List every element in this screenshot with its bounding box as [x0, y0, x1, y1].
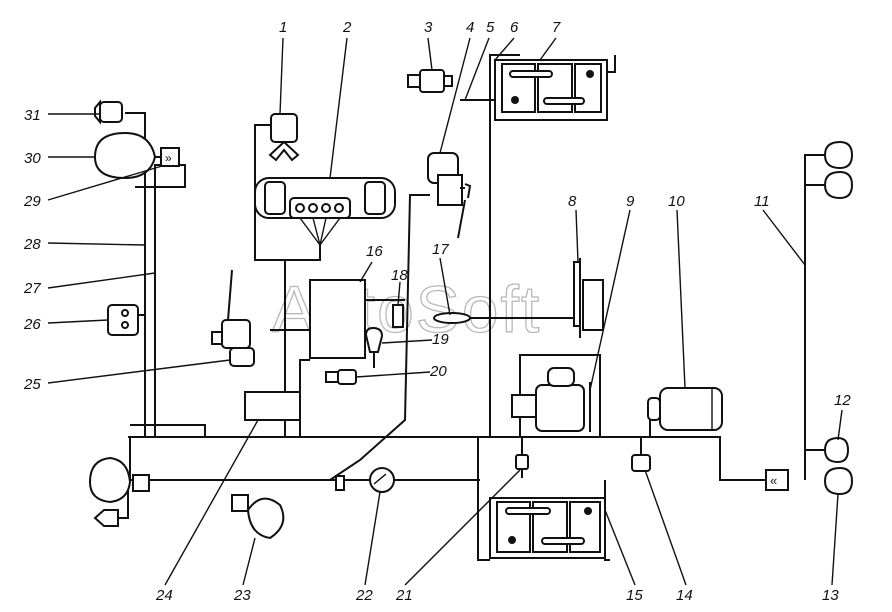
switch-panel: [309, 279, 366, 359]
battery-upper: [494, 55, 616, 121]
lower-left-lamps: [88, 456, 150, 527]
callout-29: 29: [23, 193, 41, 210]
callout-28: 28: [23, 236, 41, 253]
callout-9: 9: [626, 193, 635, 210]
callout-25: 25: [23, 376, 41, 393]
callout-6: 6: [510, 19, 519, 36]
callout-23: 23: [233, 587, 251, 604]
callout-12: 12: [834, 392, 851, 409]
callout-21: 21: [395, 587, 413, 604]
switch-18: [392, 304, 404, 328]
callout-3: 3: [424, 19, 433, 36]
callout-26: 26: [23, 316, 41, 333]
switch-19: [364, 326, 384, 368]
callout-27: 27: [23, 280, 41, 297]
heater-fan-motor: [268, 113, 300, 162]
callout-24: 24: [155, 587, 173, 604]
horn: [335, 467, 395, 493]
callout-16: 16: [366, 243, 383, 260]
wiper-motor-left: [211, 269, 255, 367]
callout-30: 30: [24, 150, 41, 167]
callout-17: 17: [432, 241, 449, 258]
callout-20: 20: [429, 363, 447, 380]
callout-7: 7: [552, 19, 561, 36]
headlamp: [93, 131, 161, 180]
callout-14: 14: [676, 587, 693, 604]
callout-13: 13: [822, 587, 839, 604]
svg-text:»: »: [165, 151, 172, 165]
callout-10: 10: [668, 193, 685, 210]
side-lamp: [94, 99, 123, 125]
battery-lower: [489, 497, 606, 559]
callout-22: 22: [355, 587, 373, 604]
sender-14: [631, 437, 651, 472]
callout-11: 11: [754, 193, 770, 210]
starter: [511, 367, 591, 432]
dome-lamp: [433, 312, 471, 324]
callout-19: 19: [432, 331, 449, 348]
sender-3: [407, 69, 453, 93]
callout-1: 1: [279, 19, 287, 36]
callout-31: 31: [24, 107, 41, 124]
callout-8: 8: [568, 193, 577, 210]
instrument-cluster: [254, 177, 396, 261]
voltage-regulator: [573, 258, 604, 338]
connector-right: «: [765, 469, 789, 491]
callout-15: 15: [626, 587, 643, 604]
wiper-motor: [427, 152, 472, 239]
sender-21: [515, 437, 529, 478]
headlamp-left: [231, 494, 285, 540]
callout-4: 4: [466, 19, 474, 36]
connector-left: »: [160, 147, 180, 167]
right-lamps: [823, 140, 854, 496]
generator: [647, 387, 723, 431]
fuse-box: [244, 391, 301, 421]
callout-5: 5: [486, 19, 495, 36]
callout-2: 2: [342, 19, 352, 36]
sender-20: [325, 369, 357, 385]
callout-labels: 1 2 3 4 5 6 7 8 9 10 11 12 13 14 15 16 1…: [23, 19, 851, 604]
leader-lines: [47, 37, 843, 586]
plug-socket: [107, 304, 145, 336]
svg-text:«: «: [770, 473, 777, 488]
callout-18: 18: [391, 267, 408, 284]
